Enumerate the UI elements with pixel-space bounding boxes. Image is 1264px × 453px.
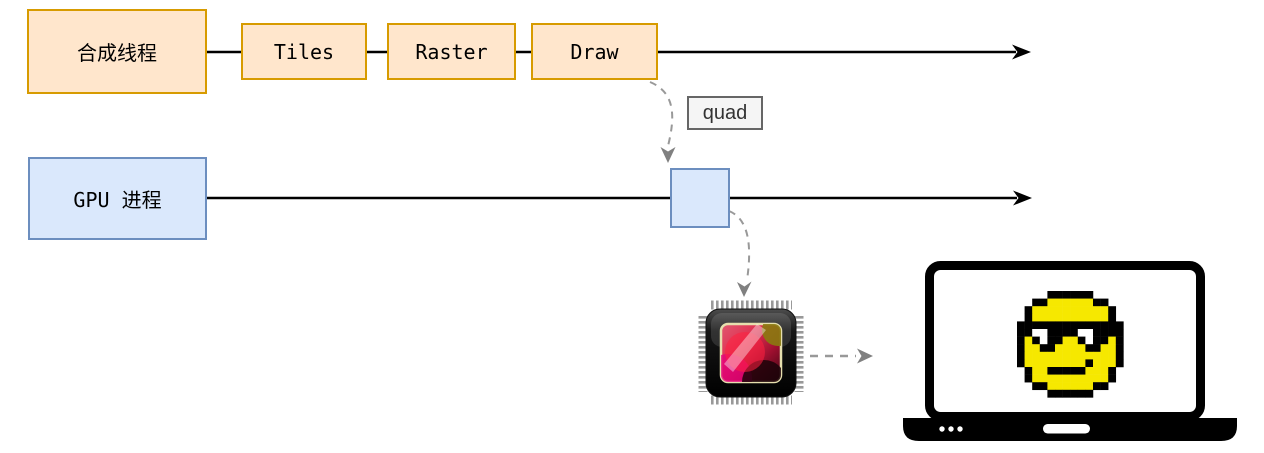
draw-to-quad-arrowhead-icon: [660, 147, 676, 163]
draw-label: Draw: [570, 39, 619, 64]
gpu-process-box: GPU 进程: [28, 157, 207, 240]
laptop-icon: [903, 261, 1237, 441]
quad-to-chip-dashed-connector: [728, 210, 751, 281]
cool-smiley-icon: [1017, 291, 1124, 398]
quad-to-chip-arrowhead-icon: [737, 281, 752, 297]
gpu-timeline-arrowhead-icon: [1013, 190, 1032, 206]
chip-to-laptop-arrowhead-icon: [857, 348, 873, 364]
raster-label: Raster: [415, 39, 488, 64]
quad-block: [670, 168, 730, 228]
tiles-label: Tiles: [273, 39, 335, 64]
compositor-thread-label: 合成线程: [77, 41, 157, 65]
draw-box: Draw: [531, 23, 658, 80]
quad-tag-label: quad: [702, 101, 748, 124]
tiles-box: Tiles: [241, 23, 367, 80]
quad-tag: quad: [687, 96, 763, 130]
gpu-chip-icon: [698, 300, 804, 405]
raster-box: Raster: [387, 23, 516, 80]
draw-to-quad-dashed-connector: [649, 81, 674, 147]
compositor-timeline-arrowhead-icon: [1012, 44, 1031, 60]
compositor-thread-box: 合成线程: [27, 9, 207, 94]
gpu-process-label: GPU 进程: [73, 188, 162, 212]
